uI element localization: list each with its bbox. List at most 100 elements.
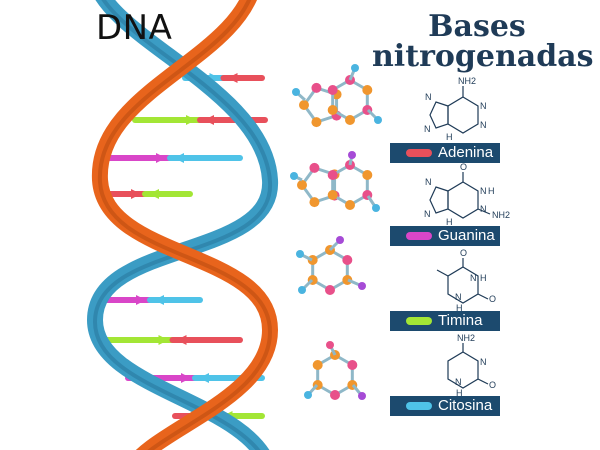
rung-5-bead-right — [176, 335, 187, 345]
adenina-h3-atom — [292, 88, 300, 96]
adenina-hex-atom-5 — [327, 85, 338, 95]
citosina-hex-atom-3 — [330, 390, 340, 400]
formula-guanina-label-6: NH2 — [492, 210, 510, 220]
formula-guanina-hex — [447, 181, 479, 219]
timina-o2-atom — [358, 282, 366, 290]
citosina-hex — [312, 350, 358, 400]
rung-6-bead-right — [199, 373, 209, 383]
rung-1-bead-left — [186, 115, 196, 125]
formula-timina-label-3: N — [455, 292, 462, 302]
rung-1-bead-right — [204, 115, 214, 125]
bases-title-line2: nitrogenadas — [372, 39, 594, 74]
swatch-timina — [406, 317, 432, 325]
adenina-pent-atom-0 — [299, 100, 309, 110]
adenina-h2-atom — [374, 116, 382, 124]
adenina-hex-atom-4 — [327, 105, 338, 115]
formula-guanina-label-2: H — [488, 186, 495, 196]
guanina-hex — [327, 160, 373, 210]
label-timina-text: Timina — [438, 312, 483, 329]
formula-timina-label-4: O — [489, 294, 496, 304]
dna-title: DNA — [96, 8, 173, 48]
formula-citosina-label-2: N — [455, 377, 462, 387]
formula-guanina-pent — [429, 186, 449, 214]
swatch-citosina — [406, 402, 432, 410]
timina-o1-atom — [336, 236, 344, 244]
formula-adenina-label-3: N — [425, 92, 432, 102]
rung-5-bead-left — [158, 335, 169, 345]
bases-title-line1: Bases — [428, 9, 526, 44]
label-timina: Timina — [390, 311, 500, 331]
formula-guanina-label-3: N — [480, 204, 487, 214]
citosina-n-atom — [326, 341, 334, 349]
formula-citosina-hex — [447, 351, 479, 389]
timina-hex — [307, 245, 353, 295]
formula-citosina-label-4: H — [456, 388, 463, 398]
formula-adenina-pent — [429, 101, 449, 129]
rung-4-bead-right — [154, 295, 164, 305]
guanina-hex-atom-4 — [327, 190, 338, 200]
formula-timina-label-0: O — [460, 248, 467, 258]
citosina-hex-atom-5 — [312, 360, 323, 370]
timina-hex-atom-2 — [342, 275, 353, 285]
timina-h1-atom — [296, 250, 304, 258]
guanina-o-atom — [348, 151, 356, 159]
formula-citosina-o-bond — [477, 378, 489, 385]
adenina-h1-atom — [351, 64, 359, 72]
label-citosina-text: Citosina — [438, 397, 493, 414]
formula-adenina-label-1: N — [480, 101, 487, 111]
rung-4-bead-left — [136, 295, 146, 305]
formula-citosina-label-1: N — [480, 357, 487, 367]
formula-timina-label-5: H — [456, 303, 463, 313]
label-adenina-text: Adenina — [438, 144, 494, 161]
swatch-guanina — [406, 232, 432, 240]
guanina-pent-atom-1 — [309, 162, 320, 173]
citosina-h-atom — [304, 391, 312, 399]
formula-guanina-label-4: N — [425, 177, 432, 187]
formula-guanina-label-0: O — [460, 162, 467, 172]
guanina-hex-atom-1 — [362, 170, 373, 180]
timina-hex-atom-1 — [342, 255, 353, 265]
label-guanina-text: Guanina — [438, 227, 495, 244]
formula-timina-label-1: N — [470, 273, 477, 283]
adenina-pent-atom-4 — [311, 117, 322, 128]
adenina-hex-atom-3 — [345, 115, 355, 125]
guanina-hex-atom-3 — [345, 200, 355, 210]
formula-adenina-hex — [447, 96, 479, 134]
guanina-pent-atom-0 — [297, 180, 307, 190]
label-guanina: Guanina — [390, 226, 500, 246]
formula-guanina-nh2-bond — [477, 208, 491, 215]
rung-6-bead-left — [181, 373, 191, 383]
formula-adenina-label-0: NH2 — [458, 76, 476, 86]
bases-title: Bases nitrogenadas — [372, 9, 594, 74]
rung-2-bead-left — [156, 153, 166, 163]
guanina-h1-atom — [372, 204, 380, 212]
formula-citosina-label-0: NH2 — [457, 333, 475, 343]
dna-strand-orange-shade — [97, 0, 273, 450]
citosina-hex-atom-1 — [347, 360, 358, 370]
adenina-hex-atom-1 — [362, 85, 373, 95]
formula-guanina-label-5: N — [424, 209, 431, 219]
formula-guanina-label-1: N — [480, 186, 487, 196]
rung-3-bead-right — [149, 189, 159, 199]
adenina-pent-atom-1 — [311, 82, 322, 93]
formula-guanina-label-7: H — [446, 217, 453, 227]
rung-2-bead-right — [174, 153, 184, 163]
timina-hex-atom-3 — [325, 285, 335, 295]
timina-h2-atom — [298, 286, 306, 294]
formula-timina-o2-bond — [477, 293, 489, 300]
rung-3-bead-left — [131, 189, 141, 199]
formula-adenina-label-5: H — [446, 132, 453, 142]
guanina-hex-atom-5 — [327, 170, 338, 180]
formula-citosina-label-3: O — [489, 380, 496, 390]
formula-adenina-label-2: N — [480, 120, 487, 130]
label-citosina: Citosina — [390, 396, 500, 416]
guanina-h2-atom — [290, 172, 298, 180]
guanina-pent-atom-4 — [309, 197, 320, 208]
label-adenina: Adenina — [390, 143, 500, 163]
formula-adenina-label-4: N — [424, 124, 431, 134]
formula-timina-methyl-bond — [436, 269, 449, 277]
citosina-o-atom — [358, 392, 366, 400]
